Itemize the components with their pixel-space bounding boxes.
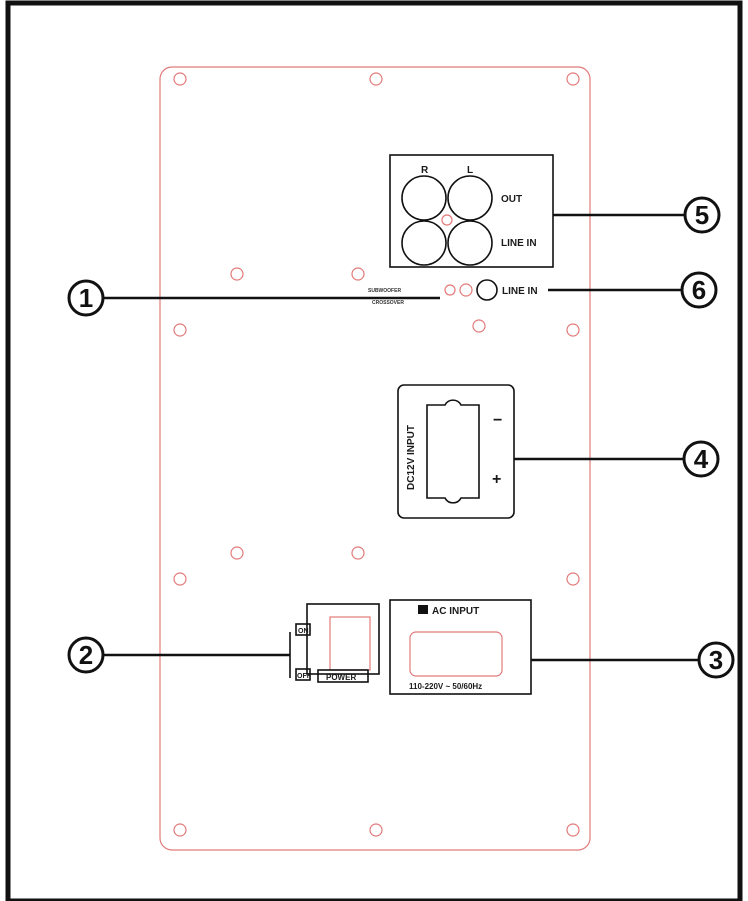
mounting-hole [566, 72, 580, 86]
switch-off-label: OFF [297, 673, 312, 680]
channel-left-label: L [467, 165, 473, 176]
callout-number-6: 6 [692, 275, 706, 305]
callout-3: 3 [697, 641, 735, 679]
led-indicator-2 [459, 283, 473, 297]
rca-connector-block: R L OUT LINE IN [389, 154, 554, 268]
mounting-hole [472, 319, 486, 333]
callout-number-1: 1 [79, 283, 93, 313]
mounting-hole [173, 572, 187, 586]
line-in-side-label: LINE IN [502, 286, 538, 297]
rca-center-hole [441, 214, 453, 226]
small-jack-row: SUBWOOFER CROSSOVER LINE IN [368, 279, 538, 306]
callout-1: 1 [67, 279, 105, 317]
callout-number-2: 2 [79, 640, 93, 670]
callout-5: 5 [683, 196, 721, 234]
dc-minus-label: − [493, 412, 502, 429]
callout-4: 4 [682, 440, 720, 478]
rca-jack-out-left[interactable] [447, 175, 493, 221]
dc-input-socket[interactable] [426, 399, 480, 504]
ac-input-label: AC INPUT [432, 606, 479, 617]
rca-block-frame [389, 154, 554, 268]
ac-input-socket[interactable] [409, 631, 503, 677]
switch-off-box [295, 668, 311, 681]
switch-frame [306, 603, 380, 675]
mounting-hole [173, 823, 187, 837]
switch-on-label: ON [298, 628, 309, 635]
dc-block-frame [397, 384, 515, 519]
mounting-hole [369, 823, 383, 837]
ac-block-frame [389, 599, 532, 695]
led-indicator-1 [444, 284, 456, 296]
mounting-hole [173, 72, 187, 86]
ac-square-icon [418, 605, 428, 614]
ac-voltage-label: 110-220V ~ 50/60Hz [409, 682, 482, 691]
mounting-hole [566, 323, 580, 337]
rocker-switch[interactable] [329, 616, 371, 671]
line-in-label: LINE IN [501, 238, 537, 249]
mounting-hole [230, 267, 244, 281]
power-label: POWER [326, 673, 356, 682]
mounting-hole [566, 823, 580, 837]
switch-on-box [295, 623, 311, 636]
power-label-box [317, 669, 369, 683]
callout-lines [104, 213, 700, 678]
outer-frame [5, 0, 743, 901]
mounting-hole [230, 546, 244, 560]
dc-input-block: DC12V INPUT − + [397, 384, 515, 519]
callout-number-4: 4 [694, 444, 709, 474]
callout-number-3: 3 [709, 645, 723, 675]
callout-number-5: 5 [695, 200, 709, 230]
out-label: OUT [501, 194, 522, 205]
small-label-1: SUBWOOFER [368, 288, 401, 294]
callout-6: 6 [680, 271, 718, 309]
mounting-holes [173, 72, 580, 837]
dc-input-label: DC12V INPUT [406, 425, 417, 490]
mounting-hole [351, 546, 365, 560]
mounting-hole [369, 72, 383, 86]
small-label-2: CROSSOVER [372, 300, 404, 306]
dc-plus-label: + [492, 471, 501, 488]
channel-right-label: R [421, 165, 429, 176]
mounting-hole [351, 267, 365, 281]
rca-jack-out-right[interactable] [401, 175, 447, 221]
rca-jack-in-right[interactable] [401, 220, 447, 266]
ac-input-block: AC INPUT 110-220V ~ 50/60Hz [389, 599, 532, 695]
line-in-mini-jack[interactable] [476, 279, 498, 301]
mounting-hole [566, 572, 580, 586]
callout-2: 2 [67, 636, 105, 674]
mounting-hole [173, 323, 187, 337]
callout-markers: 1 2 3 4 5 6 [67, 196, 735, 679]
rca-jack-in-left[interactable] [447, 220, 493, 266]
power-switch-block: ON OFF POWER [295, 603, 380, 683]
